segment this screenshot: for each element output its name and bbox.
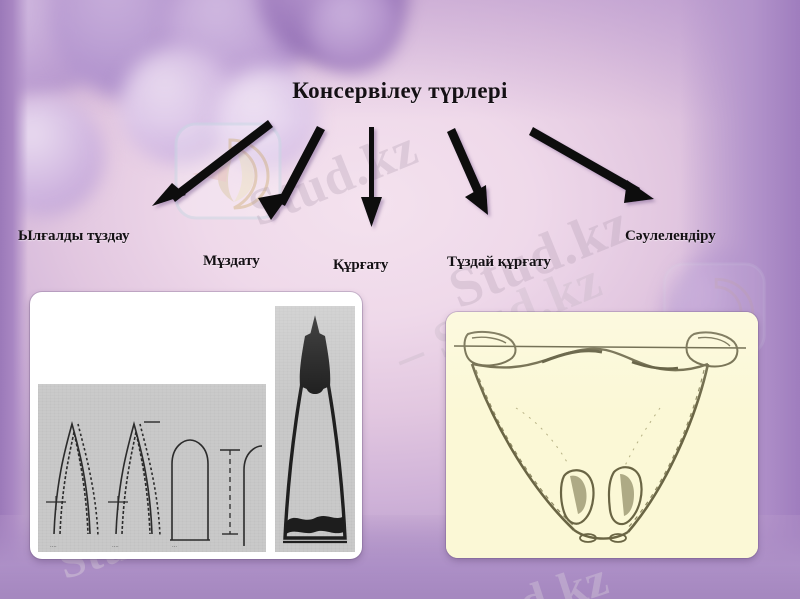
figure-image-left[interactable]: ∙∙∙∙ ∙∙∙∙ ∙∙∙ <box>30 292 362 559</box>
arrow-down-3 <box>361 127 382 227</box>
arrow-down-right-5 <box>529 127 654 203</box>
svg-text:∙∙∙∙: ∙∙∙∙ <box>50 544 57 550</box>
branch-label-3: Тұздай құрғату <box>447 254 551 270</box>
scan-curve-tall <box>283 315 347 544</box>
figure-left-content: ∙∙∙∙ ∙∙∙∙ ∙∙∙ <box>30 292 362 559</box>
branch-label-2: Құрғату <box>333 257 389 273</box>
page-title: Консервілеу түрлері <box>292 78 508 103</box>
scan-region-main: ∙∙∙∙ ∙∙∙∙ ∙∙∙ <box>38 384 266 552</box>
svg-text:∙∙∙∙: ∙∙∙∙ <box>112 544 119 550</box>
arrow-down-left-2 <box>258 126 325 220</box>
branch-label-1: Мұздату <box>203 253 260 269</box>
svg-text:∙∙∙: ∙∙∙ <box>172 544 177 550</box>
scan-region-tall <box>275 306 355 552</box>
figure-image-right[interactable] <box>446 312 758 558</box>
sketch-inverted-triangle <box>446 312 758 558</box>
arrow-down-right-4 <box>447 128 488 215</box>
background-left-band <box>0 0 28 599</box>
scan-curves-main: ∙∙∙∙ ∙∙∙∙ ∙∙∙ <box>46 420 263 550</box>
figure-right-content <box>446 312 758 558</box>
background-orb <box>308 0 400 72</box>
background-top-sheen <box>0 0 800 120</box>
arrow-down-left-1 <box>152 120 273 206</box>
branch-label-0: Ылғалды тұздау <box>18 228 130 244</box>
branch-label-4: Сәулелендіру <box>625 228 716 244</box>
